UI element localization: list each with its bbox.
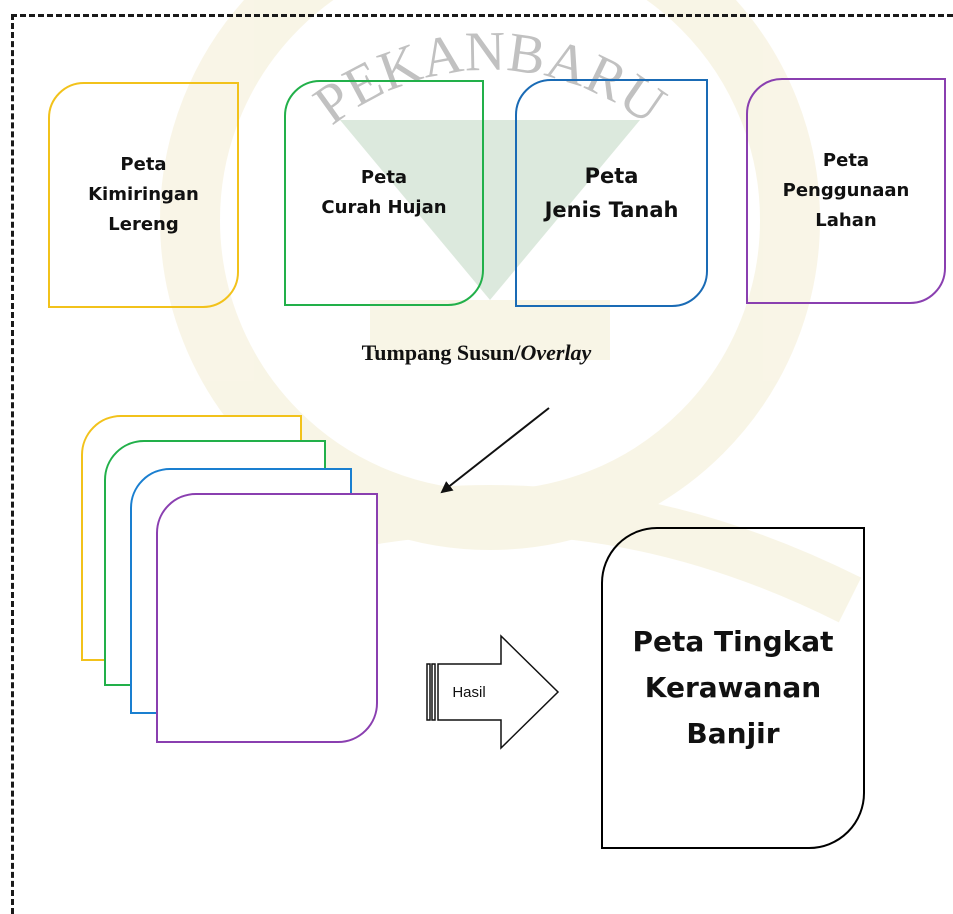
overlay-arrow [440,407,550,494]
overlay-caption: Tumpang Susun/Overlay [0,340,953,366]
hasil-arrow: Hasil [426,634,560,750]
card-label-line: Penggunaan [782,180,910,201]
card-label-line: Peta [822,150,870,171]
result-label-line: Peta Tingkat [632,625,834,658]
card-peta-penggunaan-lahan: Peta Penggunaan Lahan [746,78,946,304]
card-label-line: Jenis Tanah [544,198,679,222]
caption-main: Tumpang Susun/ [361,340,521,365]
card-peta-curah-hujan: Peta Curah Hujan [284,80,484,306]
result-label-line: Kerawanan [644,671,822,704]
card-label-line: Peta [120,154,167,175]
card-label-line: Peta [584,164,639,188]
card-peta-jenis-tanah: Peta Jenis Tanah [515,79,708,307]
result-peta-tingkat-kerawanan-banjir: Peta Tingkat Kerawanan Banjir [601,527,865,849]
dashed-frame [11,14,953,914]
hasil-label: Hasil [452,684,485,701]
card-label-line: Curah Hujan [321,197,447,218]
result-label-line: Banjir [686,717,780,750]
card-label-line: Peta [360,167,408,188]
card-peta-kemiringan-lereng: Peta Kimiringan Lereng [48,82,239,308]
arrows-layer: Hasil [426,407,560,750]
layer-landuse [156,493,378,743]
card-label-line: Lereng [108,214,179,235]
card-label-line: Lahan [815,210,877,231]
caption-italic: Overlay [520,340,592,365]
card-label-line: Kimiringan [88,184,199,205]
